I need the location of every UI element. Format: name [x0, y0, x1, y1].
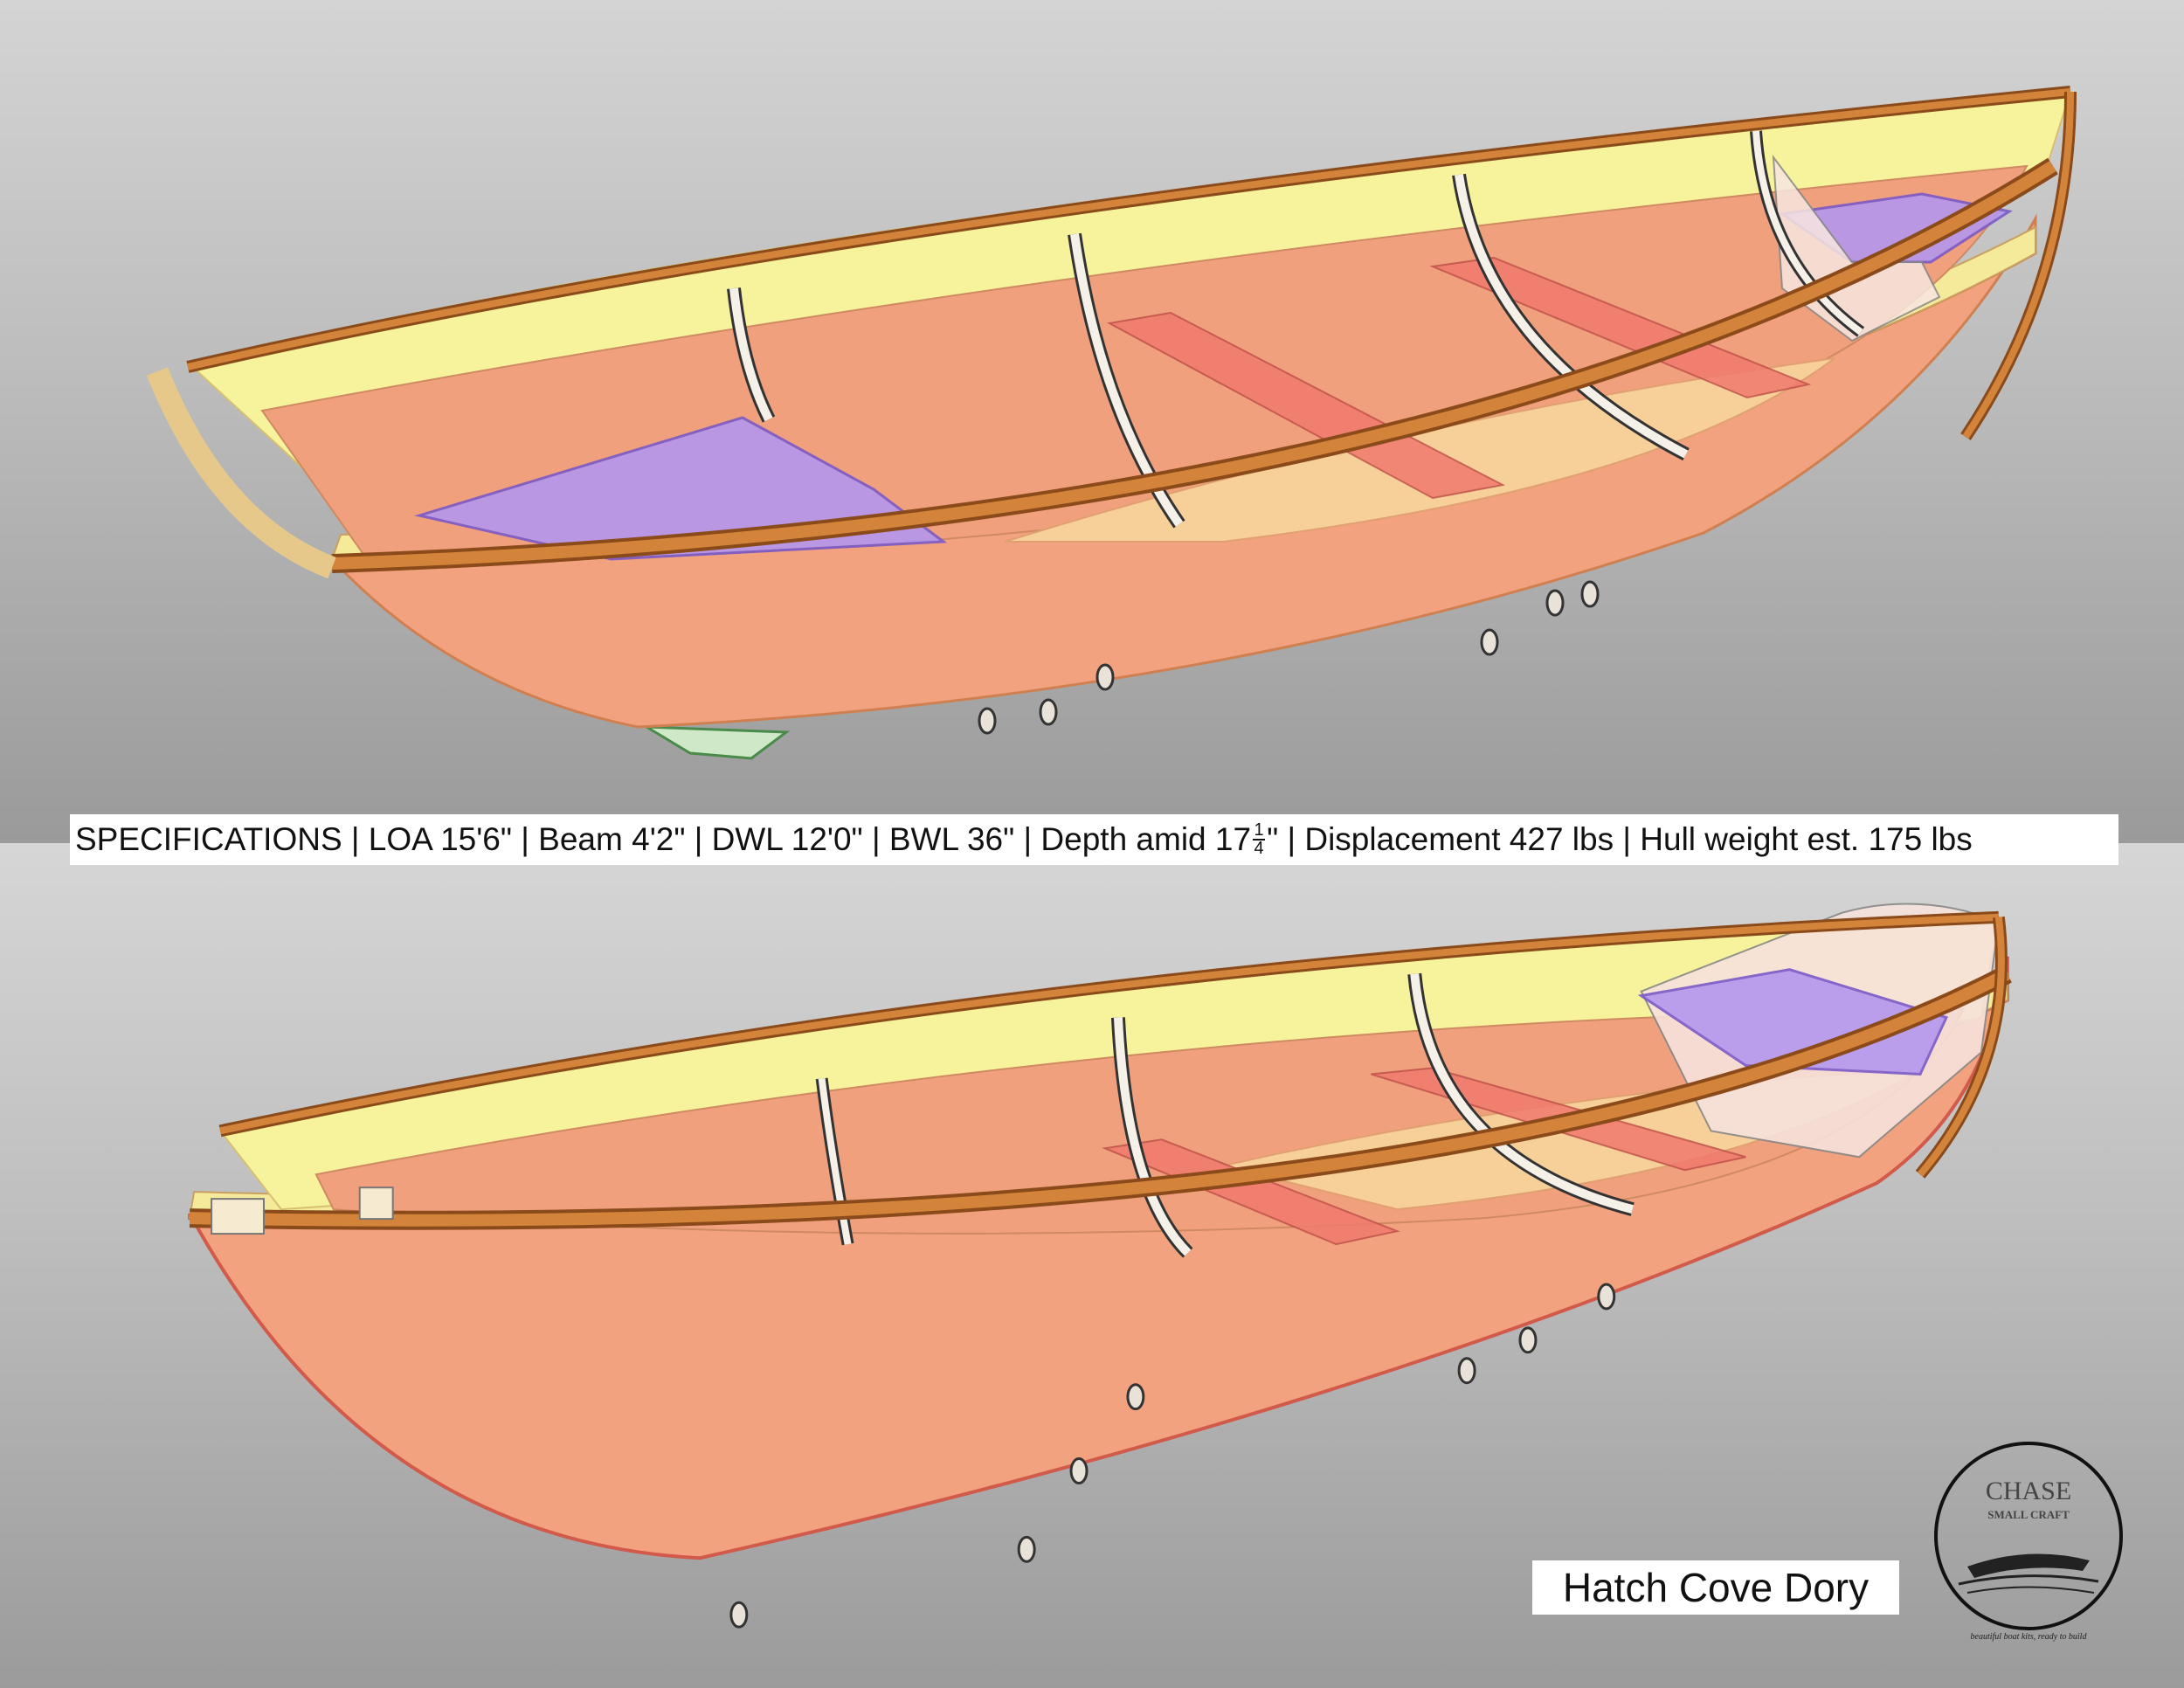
- dory-render-top: [146, 86, 2077, 760]
- oarlocks-top: [978, 580, 1600, 735]
- chase-small-craft-logo: CHASE SMALL CRAFT beautiful boat kits, r…: [1934, 1442, 2123, 1642]
- fraction-bar: [1253, 839, 1266, 841]
- logo-tagline: beautiful boat kits, ready to build: [1971, 1632, 2088, 1642]
- specs-fraction: 1 4: [1253, 820, 1266, 858]
- bow-seat-bottom: [1637, 968, 1949, 1076]
- specs-suffix: " | Displacement 427 lbs | Hull weight e…: [1267, 821, 1973, 857]
- fraction-denominator: 4: [1254, 839, 1264, 858]
- logo-boat-icon: [1967, 1553, 2090, 1578]
- dory-render-bottom: [188, 903, 2012, 1629]
- transom-top: [146, 367, 336, 579]
- bottom-view-panel: [0, 843, 2184, 1688]
- specifications-bar: SPECIFICATIONS | LOA 15'6" | Beam 4'2" |…: [70, 814, 2118, 865]
- specs-prefix: SPECIFICATIONS | LOA 15'6" | Beam 4'2" |…: [75, 821, 1252, 857]
- logo-subtitle: SMALL CRAFT: [1987, 1508, 2070, 1521]
- stern-post-bottom: [211, 1198, 265, 1235]
- top-view-panel: [0, 0, 2184, 843]
- oarlocks-bottom: [729, 1283, 1616, 1629]
- thwart-aft-bottom: [1102, 1138, 1400, 1246]
- fraction-numerator: 1: [1254, 820, 1264, 840]
- boat-title: Hatch Cove Dory: [1532, 1560, 1899, 1615]
- skeg-top: [646, 725, 791, 760]
- logo-name: CHASE: [1986, 1477, 2071, 1505]
